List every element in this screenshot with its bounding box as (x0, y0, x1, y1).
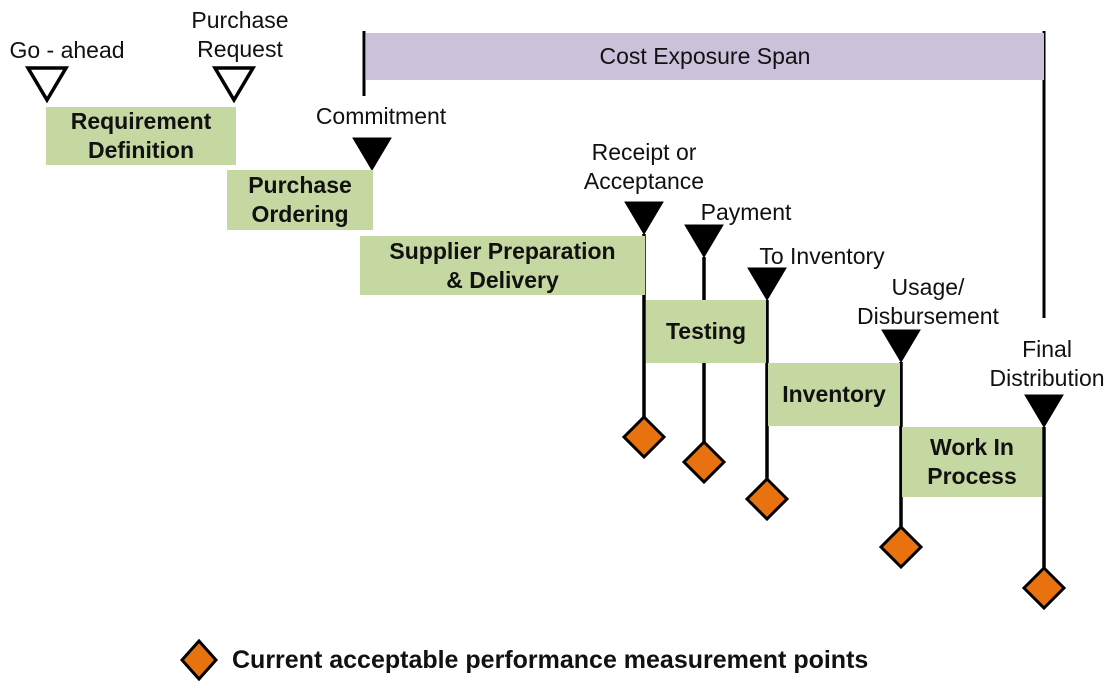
milestone-label-usage-disbursement: Usage/ Disbursement (857, 274, 999, 329)
milestone-label-to-inventory: To Inventory (759, 243, 885, 269)
phase-testing: Testing (646, 300, 766, 363)
milestone-purchase-request-hollow-triangle-icon (211, 66, 257, 104)
cost-exposure-span: Cost Exposure Span (366, 33, 1044, 80)
milestone-label-commitment: Commitment (315, 103, 447, 129)
milestone-receipt-or-acceptance-triangle-icon (624, 201, 664, 235)
milestone-go-ahead-hollow-triangle-icon (24, 66, 70, 104)
milestone-commitment-triangle-icon (352, 137, 392, 171)
phase-supplier-preparation-delivery: Supplier Preparation & Delivery (360, 236, 645, 295)
milestone-to-inventory-measurement-diamond-icon (744, 476, 790, 522)
phase-inventory: Inventory (768, 363, 900, 426)
cost-exposure-span-label: Cost Exposure Span (599, 43, 811, 69)
phase-work-in-process: Work In Process (902, 427, 1042, 497)
milestone-receipt-or-acceptance-measurement-diamond-icon (621, 414, 667, 460)
milestone-label-payment: Payment (700, 199, 792, 225)
phase-requirement-definition: Requirement Definition (46, 107, 236, 165)
milestone-payment-triangle-icon (684, 224, 724, 258)
milestone-final-distribution-measurement-diamond-icon (1021, 565, 1067, 611)
legend-label: Current acceptable performance measureme… (232, 645, 869, 674)
milestone-label-go-ahead: Go - ahead (9, 37, 125, 63)
legend: Current acceptable performance measureme… (178, 638, 868, 682)
milestone-usage-disbursement-triangle-icon (881, 329, 921, 363)
milestone-label-purchase-request: Purchase Request (191, 7, 289, 62)
milestone-to-inventory-triangle-icon (747, 267, 787, 301)
milestone-label-receipt-or-acceptance: Receipt or Acceptance (583, 139, 705, 194)
milestone-label-final-distribution: Final Distribution (989, 336, 1105, 391)
milestone-final-distribution-triangle-icon (1024, 394, 1064, 428)
milestone-usage-disbursement-measurement-diamond-icon (878, 524, 924, 570)
legend-diamond-icon (179, 638, 219, 682)
phase-purchase-ordering: Purchase Ordering (227, 170, 373, 230)
milestone-payment-measurement-diamond-icon (681, 439, 727, 485)
